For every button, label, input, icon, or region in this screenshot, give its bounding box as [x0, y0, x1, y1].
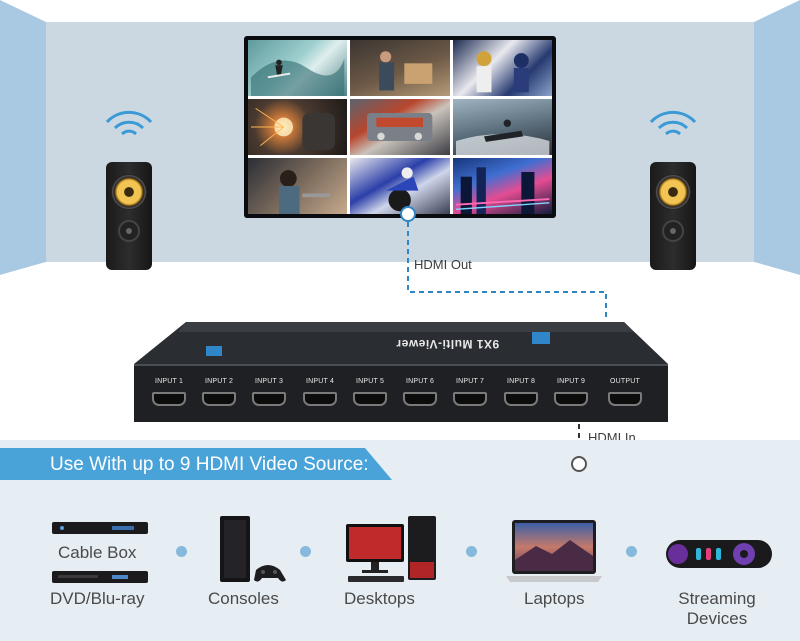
hdmi-in-connector-icon: [571, 456, 587, 472]
speaker-woofer-icon: [655, 174, 691, 210]
port-input-6: INPUT 6: [397, 378, 443, 418]
hdmi-out-label: HDMI Out: [414, 257, 472, 272]
city-night-tile: [452, 158, 552, 214]
hdmi-port-icon: [303, 392, 337, 406]
cable-box-icon: [52, 522, 148, 534]
port-output: OUTPUT: [602, 378, 648, 418]
separator-dot: [466, 546, 477, 557]
speaker-knob-icon: [118, 220, 140, 242]
sound-wave-icon: [105, 110, 153, 136]
port-label: INPUT 1: [154, 378, 184, 385]
port-label: INPUT 8: [506, 378, 536, 385]
streaming-remote-icon: [666, 540, 772, 568]
port-input-4: INPUT 4: [297, 378, 343, 418]
football-tile: [452, 40, 552, 96]
multiview-grid: [248, 40, 552, 214]
port-input-2: INPUT 2: [196, 378, 242, 418]
separator-dot: [176, 546, 187, 557]
person-laptop-tile: [248, 158, 348, 214]
left-speaker: [106, 162, 152, 270]
room-scene: HDMI Out: [0, 0, 800, 440]
port-input-3: INPUT 3: [246, 378, 292, 418]
port-input-1: INPUT 1: [146, 378, 192, 418]
port-label: INPUT 6: [405, 378, 435, 385]
port-label: INPUT 9: [556, 378, 586, 385]
sound-wave-icon: [649, 110, 697, 136]
sources-banner: [0, 448, 392, 480]
multiviewer-device: 9X1 Multi-Viewer INPUT 1 INPUT 2 INPUT 3…: [134, 320, 668, 424]
separator-dot: [626, 546, 637, 557]
port-label: INPUT 4: [305, 378, 335, 385]
hdmi-port-icon: [554, 392, 588, 406]
delivery-tile: [350, 40, 450, 96]
hdmi-port-icon: [152, 392, 186, 406]
desktop-computer-icon: [346, 516, 436, 582]
surfer-tile: [248, 40, 348, 96]
port-input-8: INPUT 8: [498, 378, 544, 418]
hdmi-port-icon: [252, 392, 286, 406]
sources-heading: Use With up to 9 HDMI Video Source:: [50, 454, 369, 475]
device-title: 9X1 Multi-Viewer: [396, 337, 500, 351]
tv-screen: [244, 36, 556, 218]
hdmi-port-icon: [353, 392, 387, 406]
hdmi-out-connector-icon: [400, 206, 416, 222]
consoles-label: Consoles: [208, 589, 279, 608]
laptop-icon: [506, 520, 602, 582]
hdmi-port-icon: [608, 392, 642, 406]
welding-tile: [248, 99, 348, 155]
desktops-label: Desktops: [344, 589, 415, 608]
dvd-player-icon: [52, 571, 148, 583]
port-label: INPUT 5: [355, 378, 385, 385]
dvd-label: DVD/Blu-ray: [50, 589, 145, 608]
hdmi-port-icon: [453, 392, 487, 406]
port-input-7: INPUT 7: [447, 378, 493, 418]
streaming-label-line2: Devices: [686, 609, 748, 628]
hdmi-port-icon: [202, 392, 236, 406]
right-speaker: [650, 162, 696, 270]
motorcycle-tile: [350, 158, 450, 214]
cable-box-label: Cable Box: [58, 543, 137, 562]
speaker-woofer-icon: [111, 174, 147, 210]
game-console-icon: [220, 516, 286, 582]
hdmi-port-icon: [403, 392, 437, 406]
streaming-label-line1: Streaming: [678, 589, 756, 608]
port-label: INPUT 7: [455, 378, 485, 385]
port-label: OUTPUT: [610, 378, 640, 385]
laptops-label: Laptops: [524, 589, 585, 608]
speaker-knob-icon: [662, 220, 684, 242]
separator-dot: [300, 546, 311, 557]
hdmi-port-icon: [504, 392, 538, 406]
port-label: INPUT 3: [254, 378, 284, 385]
streaming-devices-label: Streaming Devices: [672, 589, 762, 629]
port-input-9: INPUT 9: [548, 378, 594, 418]
port-input-5: INPUT 5: [347, 378, 393, 418]
engine-tile: [350, 99, 450, 155]
jetski-tile: [452, 99, 552, 155]
port-label: INPUT 2: [204, 378, 234, 385]
